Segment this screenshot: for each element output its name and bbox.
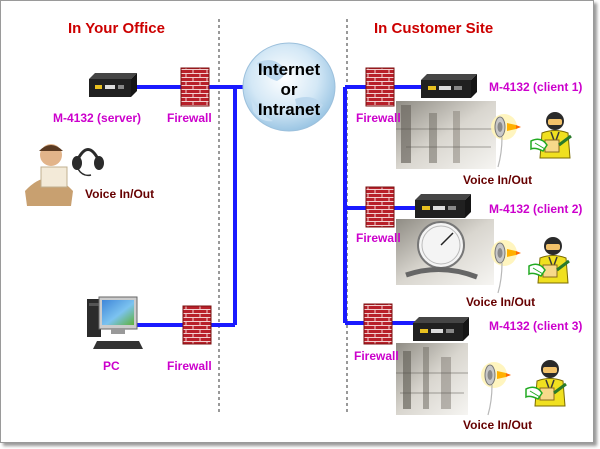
cloud-label: Internet or Intranet — [247, 60, 331, 120]
firewall-client3-icon — [363, 303, 393, 345]
firewall-client2-label: Firewall — [356, 231, 401, 245]
operator-person-icon — [25, 144, 73, 206]
firewall-office-bottom-icon — [182, 305, 212, 345]
client1-device-icon — [421, 74, 477, 98]
worker-client1-icon — [529, 110, 573, 160]
headset-icon — [72, 148, 104, 177]
cloud-line-or: or — [280, 80, 298, 99]
firewall-client3-label: Firewall — [354, 349, 399, 363]
voice-label-client3: Voice In/Out — [463, 418, 533, 432]
client2-label: M-4132 (client 2) — [489, 202, 583, 216]
firewall-office-bottom-label: Firewall — [167, 359, 212, 373]
firewall-client1-icon — [365, 67, 395, 107]
plant-photo-client3 — [396, 343, 468, 415]
diagram-frame: In Your Office In Customer Site Internet… — [0, 0, 594, 443]
voice-label-client2: Voice In/Out — [466, 295, 536, 309]
firewall-office-top-icon — [180, 67, 210, 107]
worker-client3-icon — [524, 358, 568, 408]
factory-photo-client1 — [396, 101, 496, 169]
client1-label: M-4132 (client 1) — [489, 80, 583, 94]
customer-section-title: In Customer Site — [374, 20, 494, 37]
gauge-photo-client2 — [396, 219, 494, 285]
firewall-client1-label: Firewall — [356, 111, 401, 125]
network-diagram — [25, 19, 573, 416]
speaker-client3-icon — [480, 361, 512, 416]
pc-label: PC — [103, 359, 120, 373]
client3-label: M-4132 (client 3) — [489, 319, 583, 333]
voice-label-client1: Voice In/Out — [463, 173, 533, 187]
firewall-client2-icon — [365, 186, 395, 228]
server-label: M-4132 (server) — [53, 111, 142, 125]
voice-label-office: Voice In/Out — [85, 187, 155, 201]
client2-device-icon — [415, 194, 471, 218]
pc-computer-icon — [87, 296, 143, 349]
server-device-icon — [89, 73, 137, 97]
office-section-title: In Your Office — [68, 20, 165, 37]
client3-device-icon — [413, 317, 469, 341]
globe-icon — [242, 42, 336, 132]
cloud-line-internet: Internet — [257, 60, 321, 79]
cloud-line-intranet: Intranet — [257, 100, 321, 119]
speaker-client2-icon — [490, 239, 522, 294]
firewall-office-top-label: Firewall — [167, 111, 212, 125]
worker-client2-icon — [527, 235, 571, 285]
